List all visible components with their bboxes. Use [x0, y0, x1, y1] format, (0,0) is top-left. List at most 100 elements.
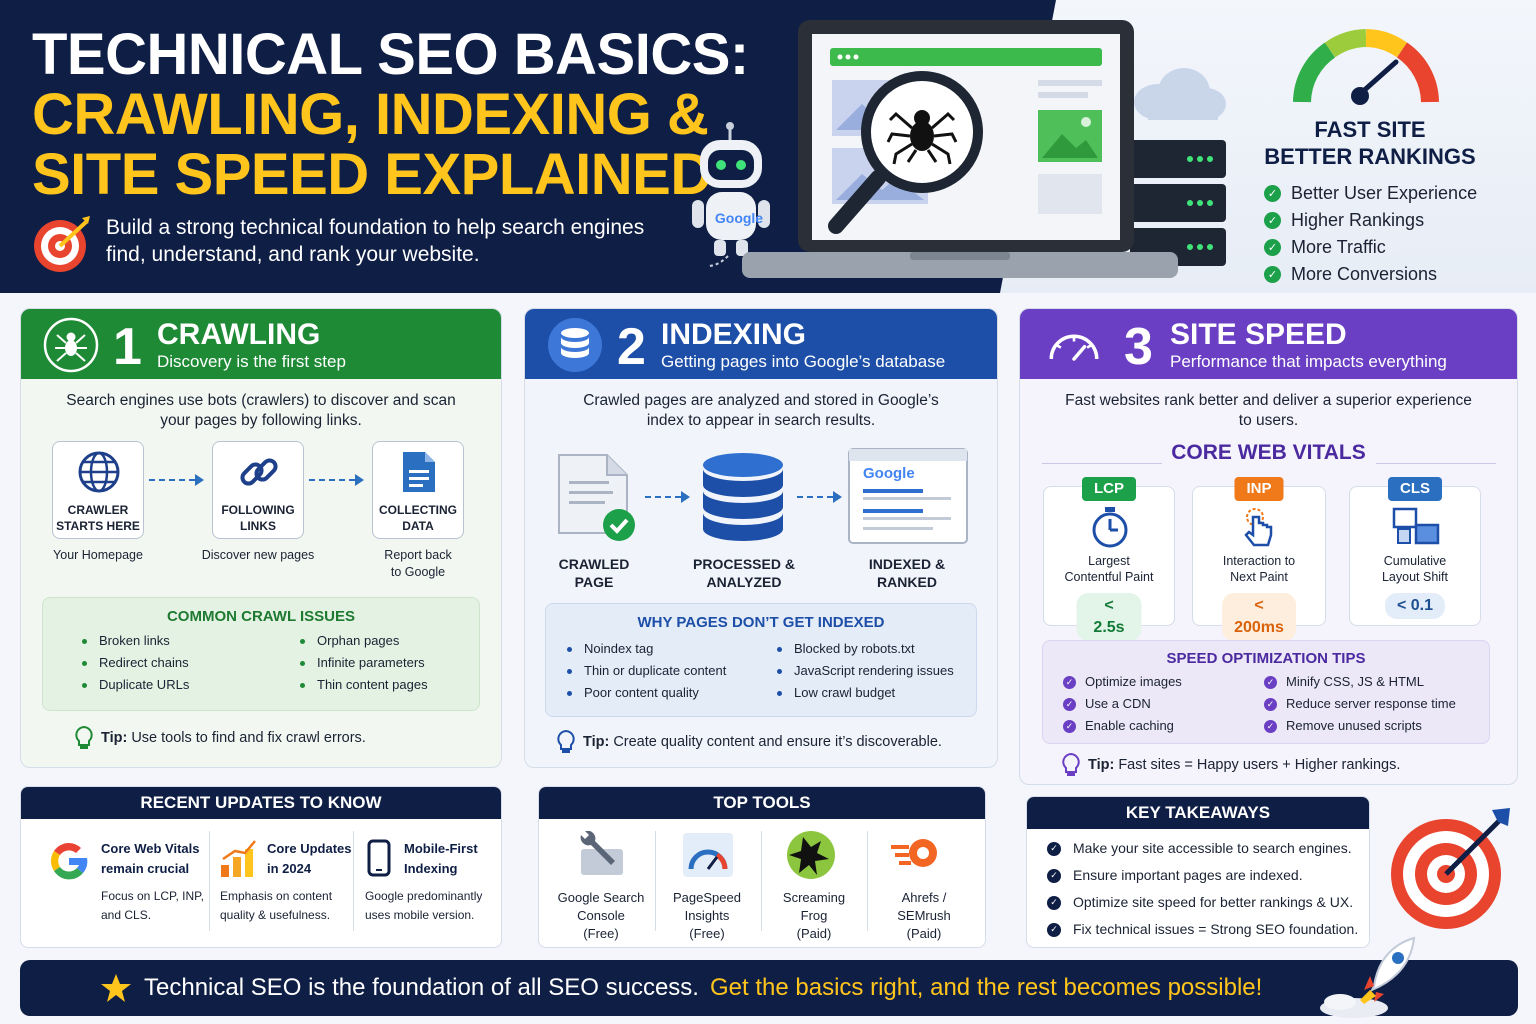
- vital-badge: LCP: [1082, 477, 1136, 501]
- section-subtitle: Performance that impacts everything: [1170, 352, 1447, 371]
- check-icon: ✓: [1063, 719, 1076, 733]
- vital-name-line: Next Paint: [1230, 570, 1288, 584]
- list-item: Blocked by robots.txt: [774, 638, 954, 660]
- speed-header: 3 SITE SPEED Performance that impacts ev…: [1020, 309, 1517, 379]
- section-description: Crawled pages are analyzed and stored in…: [583, 392, 939, 429]
- update-title-line: remain crucial: [101, 861, 190, 876]
- update-desc-line: Focus on LCP, INP,: [101, 889, 204, 903]
- vital-badge: INP: [1234, 477, 1284, 501]
- list-item: JavaScript rendering issues: [774, 660, 954, 682]
- speed-tips-right: ✓Minify CSS, JS & HTML ✓Reduce server re…: [1264, 671, 1456, 737]
- list-item: ✓Ensure important pages are indexed.: [1047, 862, 1358, 889]
- step-label-line: STARTS HERE: [56, 519, 140, 533]
- speed-tip: Tip:Fast sites = Happy users + Higher ra…: [1060, 752, 1400, 778]
- check-icon: ✓: [1264, 239, 1281, 256]
- fast-site-title: FAST SITE BETTER RANKINGS: [1240, 116, 1500, 170]
- star-icon: [101, 974, 131, 1002]
- database-icon: [548, 318, 602, 372]
- rocket-icon: [1320, 936, 1416, 1018]
- speed-tips-title: SPEED OPTIMIZATION TIPS: [1166, 650, 1366, 667]
- tool-name-line: Screaming: [782, 890, 846, 905]
- check-icon: ✓: [1047, 841, 1061, 856]
- wrench-icon: [580, 831, 623, 875]
- lightbulb-icon: [557, 729, 575, 753]
- section-subtitle: Getting pages into Google’s database: [661, 352, 946, 371]
- check-icon: ✓: [1264, 675, 1277, 689]
- speedometer-icon: [1049, 334, 1099, 361]
- benefit-label: Higher Rankings: [1291, 210, 1425, 230]
- list-item: ✓Reduce server response time: [1264, 693, 1456, 715]
- list-item: ✓Optimize images: [1063, 671, 1182, 693]
- tool-name-line: Insights: [684, 908, 730, 923]
- arrow-head-icon: [355, 474, 364, 486]
- vital-badge: CLS: [1388, 477, 1442, 501]
- footer-text-white: Technical SEO is the foundation of all S…: [144, 974, 699, 1001]
- tip-label: Tip:: [1088, 757, 1115, 773]
- step-label: INDEXED &RANKED: [847, 555, 967, 591]
- update-desc-line: and CLS.: [101, 908, 152, 922]
- check-icon: ✓: [1264, 697, 1277, 711]
- arrow-head-icon: [195, 474, 204, 486]
- footer-banner: Technical SEO is the foundation of all S…: [20, 960, 1518, 1016]
- check-icon: ✓: [1063, 697, 1076, 711]
- divider: [655, 831, 656, 931]
- document-icon: [403, 452, 435, 492]
- tip-label: Tip:: [583, 734, 610, 750]
- crawling-header: 1 CRAWLING Discovery is the first step: [21, 309, 501, 379]
- benefit-item: ✓More Conversions: [1264, 261, 1477, 288]
- header-subtitle: Build a strong technical foundation to h…: [106, 216, 645, 266]
- step-label-line: DATA: [402, 519, 434, 533]
- fast-site-title-line-1: FAST SITE: [1314, 117, 1426, 142]
- indexing-tip: Tip:Create quality content and ensure it…: [555, 729, 942, 755]
- step-caption-line: Your Homepage: [53, 548, 143, 562]
- tool-name-line: Google Search: [557, 890, 645, 905]
- list-item: Poor content quality: [564, 682, 726, 704]
- check-icon: ✓: [1264, 719, 1277, 733]
- vital-name-line: Largest: [1088, 554, 1130, 568]
- title-line-2: CRAWLING, INDEXING &: [32, 82, 709, 147]
- fast-site-title-line-2: BETTER RANKINGS: [1264, 144, 1476, 169]
- step-label-line: FOLLOWING: [221, 503, 295, 517]
- title-line-1: TECHNICAL SEO BASICS:: [32, 22, 749, 87]
- tool-name-line: Console: [577, 908, 625, 923]
- list-item: ✓ Fix technical issues = Strong SEO found…: [1047, 916, 1358, 943]
- stopwatch-icon: [1092, 507, 1128, 548]
- benefit-label: Better User Experience: [1291, 183, 1478, 203]
- vital-name-line: Cumulative: [1383, 554, 1447, 568]
- crawl-issues-box: COMMON CRAWL ISSUES Broken links Redirec…: [42, 597, 480, 711]
- crawling-panel: 1 CRAWLING Discovery is the first step S…: [20, 308, 502, 768]
- tip-text: Use tools to find and fix crawl errors.: [131, 730, 366, 746]
- check-icon: ✓: [1047, 922, 1061, 937]
- list-item: ✓Optimize site speed for better rankings…: [1047, 889, 1358, 916]
- flow-arrow: [645, 496, 681, 498]
- vital-name-line: Interaction to: [1222, 554, 1296, 568]
- update-desc-line: uses mobile version.: [365, 908, 475, 922]
- list-item: ✓Enable caching: [1063, 715, 1182, 737]
- indexing-header: 2 INDEXING Getting pages into Google’s d…: [525, 309, 997, 379]
- list-item: Infinite parameters: [297, 652, 428, 674]
- list-item: Broken links: [79, 630, 189, 652]
- tip-item-label: Use a CDN: [1085, 696, 1151, 711]
- takeaway-label: Fix technical issues = Strong SEO founda…: [1073, 921, 1359, 937]
- tip-label: Tip:: [101, 730, 128, 746]
- key-takeaways-title: KEY TAKEAWAYS: [1027, 797, 1369, 829]
- divider: [353, 831, 354, 931]
- list-item: Thin content pages: [297, 674, 428, 696]
- list-item: ✓Minify CSS, JS & HTML: [1264, 671, 1456, 693]
- benefits-list: ✓Better User Experience ✓Higher Rankings…: [1264, 180, 1477, 288]
- takeaway-label: Make your site accessible to search engi…: [1073, 840, 1352, 856]
- spider-icon: [43, 317, 99, 373]
- globe-icon: [78, 451, 120, 493]
- cloud-icon: [1134, 68, 1226, 120]
